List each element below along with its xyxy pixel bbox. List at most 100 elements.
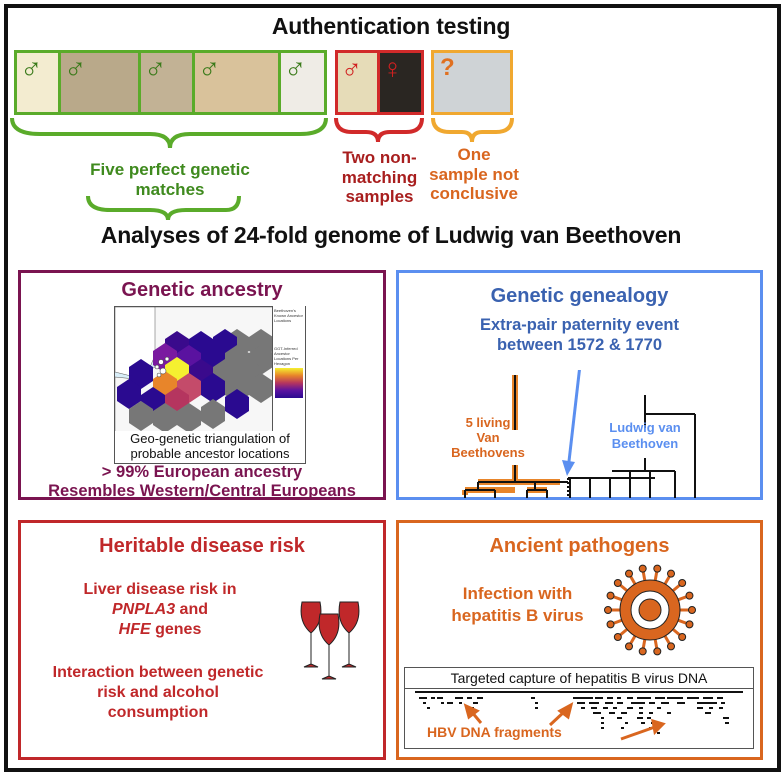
- virus-icon: [604, 564, 696, 656]
- panel-title: Genetic genealogy: [490, 285, 669, 307]
- dna-fragment: [617, 697, 621, 699]
- male-symbol-icon: ♂: [144, 52, 167, 85]
- virus-spike-tip: [653, 564, 662, 573]
- map-legend: Beethoven's Known Ancestor Locations GGT…: [272, 306, 305, 431]
- panel-title: Genetic ancestry: [121, 279, 283, 301]
- dna-fragment: [697, 702, 717, 704]
- dna-fragment: [431, 697, 435, 699]
- dna-fragment: [639, 707, 643, 709]
- dna-fragment: [677, 702, 685, 704]
- living-van-beethovens-label: 5 living Van Beethovens: [451, 415, 525, 460]
- dna-fragment: [437, 697, 443, 699]
- virus-spike-tip: [638, 564, 647, 573]
- tree-lines: [464, 375, 696, 498]
- dna-fragment: [591, 707, 597, 709]
- genealogy-tree: [462, 370, 696, 498]
- dna-fragment: [717, 697, 723, 699]
- non-matching-caption: Two non-matching samples: [341, 148, 418, 207]
- dna-fragment: [601, 722, 604, 724]
- dna-fragment: [697, 707, 703, 709]
- male-symbol-icon: ♂: [198, 52, 221, 85]
- dna-fragment: [473, 702, 478, 704]
- dna-fragment: [657, 707, 661, 709]
- dna-fragment: [631, 702, 645, 704]
- dna-fragment: [661, 702, 669, 704]
- dna-fragment: [609, 712, 615, 714]
- dna-fragment: [639, 712, 643, 714]
- virus-spike-tip: [667, 569, 675, 578]
- dna-fragment: [477, 697, 483, 699]
- panel-title: Heritable disease risk: [99, 535, 305, 557]
- brace-inconclusive: [431, 117, 514, 143]
- europe-hexagon-map: [115, 307, 276, 432]
- sample-photo-7: [380, 53, 421, 112]
- hbv-capture-box: Targeted capture of hepatitis B virus DN…: [404, 667, 754, 749]
- brace-matching: [10, 117, 328, 149]
- virus-spike-tip: [678, 579, 687, 588]
- dna-fragment: [703, 697, 713, 699]
- virus-spike-tip: [606, 591, 615, 600]
- dna-fragments: [419, 697, 729, 734]
- dna-fragment: [687, 697, 699, 699]
- virus-spike-tip: [638, 647, 647, 656]
- dna-fragment: [603, 707, 608, 709]
- ludwig-van-beethoven-label: Ludwig van Beethoven: [609, 420, 681, 451]
- dna-fragment: [617, 702, 623, 704]
- male-symbol-icon: ♂: [64, 52, 87, 85]
- male-symbol-icon: ♂: [284, 52, 307, 85]
- dna-fragment: [441, 702, 444, 704]
- capture-title: Targeted capture of hepatitis B virus DN…: [405, 668, 753, 689]
- sample-photo-4: [195, 53, 278, 112]
- dna-fragment: [423, 702, 426, 704]
- dna-fragment: [455, 697, 463, 699]
- dna-fragment: [605, 702, 613, 704]
- infection-text: Infection with hepatitis B virus: [451, 584, 584, 625]
- dna-fragment: [617, 717, 622, 719]
- virus-spike-tip: [606, 620, 615, 629]
- grouping-braces: [10, 117, 514, 221]
- virus-spike-tip: [613, 579, 622, 588]
- dna-fragment: [655, 697, 665, 699]
- dna-fragment: [649, 712, 653, 714]
- female-symbol-icon: ♀: [382, 53, 403, 84]
- paternity-arrow: [566, 370, 581, 471]
- question-mark-icon: ?: [440, 54, 455, 81]
- legend-inferred-title: GGT-Inferred Ancestor Locations Per Hexa…: [274, 346, 299, 366]
- panel-title: Ancient pathogens: [489, 535, 670, 557]
- liver-disease-text: Liver disease risk in PNPLA3 and HFE gen…: [83, 581, 237, 638]
- map-caption: Geo-genetic triangulation of probable an…: [114, 431, 306, 464]
- title-authentication-testing: Authentication testing: [271, 13, 511, 39]
- arrowhead-icon: [562, 460, 575, 476]
- dna-fragment: [459, 702, 462, 704]
- dna-fragment: [447, 702, 453, 704]
- male-symbol-icon: ♂: [341, 53, 362, 84]
- dna-fragment: [637, 697, 651, 699]
- ancestry-findings: > 99% European ancestry Resembles Wester…: [48, 463, 356, 500]
- panel-genetic-ancestry: Genetic ancestry: [18, 270, 386, 500]
- dna-fragment: [535, 707, 538, 709]
- known-ancestor-markers: [154, 356, 170, 378]
- dna-fragment: [589, 702, 599, 704]
- virus-spike-tip: [678, 632, 687, 641]
- dna-fragment: [601, 717, 604, 719]
- panel-ancient-pathogens: Ancient pathogens: [396, 520, 763, 760]
- dna-fragment: [627, 697, 633, 699]
- dna-fragment: [419, 697, 427, 699]
- sample-photo-1: [17, 53, 58, 112]
- dna-fragment: [627, 707, 633, 709]
- analyses-title: Analyses of 24-fold genome of Ludwig van…: [100, 222, 682, 248]
- fragment-arrows: [463, 702, 666, 741]
- dna-fragment: [641, 722, 645, 724]
- virus-spike-tip: [613, 632, 622, 641]
- dna-fragment: [573, 697, 593, 699]
- sample-photo-2: [61, 53, 138, 112]
- matching-samples-group: ♂ ♂ ♂ ♂ ♂: [14, 50, 327, 115]
- legend-known-title: Beethoven's Known Ancestor Locations: [274, 308, 303, 323]
- inconclusive-sample-group: ?: [431, 50, 513, 115]
- dna-fragment: [427, 707, 430, 709]
- dna-fragment: [601, 727, 604, 729]
- virus-spike-tip: [604, 606, 612, 614]
- dna-fragment: [725, 722, 729, 724]
- legend-color-scale: [275, 368, 303, 398]
- matching-caption: Five perfect genetic matches: [90, 160, 250, 199]
